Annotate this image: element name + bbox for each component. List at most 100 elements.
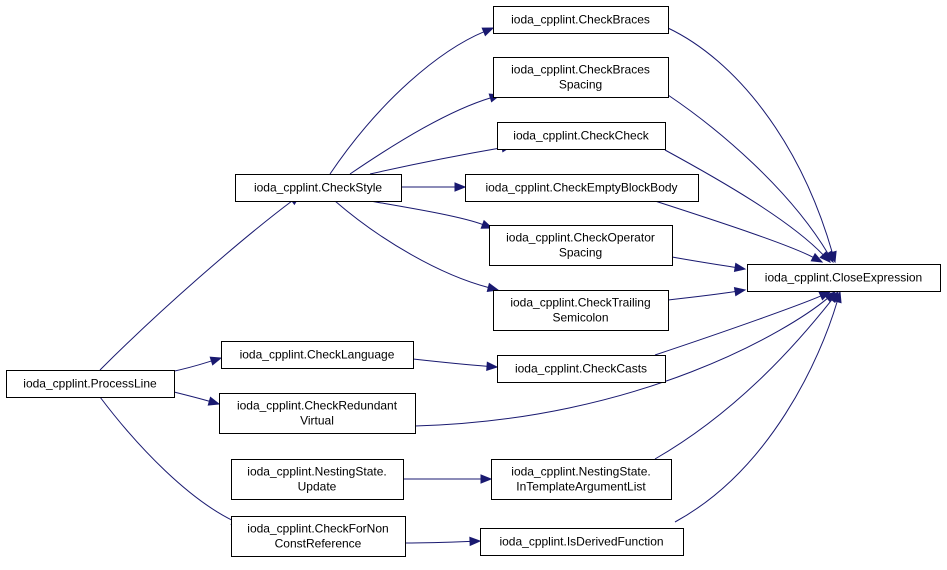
- edge-line: [99, 396, 235, 522]
- node-label: Spacing: [559, 246, 602, 260]
- node-box[interactable]: [747, 264, 941, 292]
- node-processline[interactable]: ioda_cpplint.ProcessLine: [6, 370, 175, 398]
- edge-checkemptyblockbody-to-closeexpr: [654, 200, 824, 263]
- node-label: ioda_cpplint.CheckForNon: [247, 522, 388, 536]
- node-box[interactable]: [235, 174, 402, 202]
- arrowhead-icon: [486, 361, 499, 371]
- node-label: ioda_cpplint.CheckBraces: [511, 63, 650, 77]
- node-box[interactable]: [493, 57, 669, 98]
- edge-checkstyle-to-checkemptyblockbody: [400, 182, 467, 192]
- node-box[interactable]: [491, 459, 672, 500]
- node-box[interactable]: [493, 6, 669, 34]
- edge-processline-to-checklanguage: [169, 356, 223, 373]
- arrowhead-icon: [832, 290, 842, 304]
- arrowhead-icon: [733, 286, 747, 297]
- edge-line: [404, 540, 472, 544]
- arrowhead-icon: [209, 356, 223, 366]
- node-label: ioda_cpplint.NestingState.: [247, 465, 386, 479]
- edge-processline-to-checkredundantvirtual: [173, 391, 221, 406]
- node-label: ConstReference: [275, 537, 362, 551]
- node-label: ioda_cpplint.CheckEmptyBlockBody: [485, 181, 677, 195]
- arrowhead-icon: [454, 182, 467, 192]
- node-checkcheck[interactable]: ioda_cpplint.CheckCheck: [497, 122, 666, 150]
- node-label: ioda_cpplint.CloseExpression: [765, 271, 922, 285]
- edge-checkcasts-to-closeexpr: [654, 291, 832, 356]
- node-box[interactable]: [489, 225, 673, 266]
- edge-nestingupdate-to-nestingintemplate: [402, 474, 493, 484]
- node-label: ioda_cpplint.CheckCasts: [515, 362, 647, 376]
- edge-line: [169, 360, 213, 373]
- node-label: ioda_cpplint.NestingState.: [511, 465, 650, 479]
- node-label: Virtual: [300, 414, 334, 428]
- node-label: ioda_cpplint.ProcessLine: [23, 377, 157, 391]
- edge-line: [664, 149, 825, 256]
- node-checklanguage[interactable]: ioda_cpplint.CheckLanguage: [221, 341, 414, 369]
- node-box[interactable]: [219, 393, 416, 434]
- node-checkbraces[interactable]: ioda_cpplint.CheckBraces: [493, 6, 669, 34]
- node-label: ioda_cpplint.CheckStyle: [254, 181, 382, 195]
- node-box[interactable]: [493, 290, 669, 331]
- node-label: Update: [298, 480, 337, 494]
- edge-line: [674, 300, 838, 523]
- node-label: ioda_cpplint.CheckBraces: [511, 13, 650, 27]
- node-box[interactable]: [497, 355, 666, 383]
- node-checkstyle[interactable]: ioda_cpplint.CheckStyle: [235, 174, 402, 202]
- edge-isderivedfunction-to-closeexpr: [674, 290, 842, 523]
- node-nestingupdate[interactable]: ioda_cpplint.NestingState.Update: [231, 459, 404, 500]
- edge-line: [667, 27, 833, 254]
- edge-checkstyle-to-checktrailingsemicolon: [334, 200, 500, 292]
- edge-line: [654, 298, 833, 460]
- node-box[interactable]: [231, 459, 404, 500]
- edge-line: [369, 147, 504, 175]
- node-nestingintemplate[interactable]: ioda_cpplint.NestingState.InTemplateArgu…: [491, 459, 672, 500]
- node-label: ioda_cpplint.IsDerivedFunction: [499, 535, 663, 549]
- node-box[interactable]: [6, 370, 175, 398]
- node-box[interactable]: [231, 516, 406, 557]
- nodes-layer: ioda_cpplint.CloseExpression ioda_cpplint…: [6, 6, 941, 557]
- edge-checkstyle-to-checkbraces: [329, 27, 495, 175]
- arrowhead-icon: [733, 262, 747, 273]
- node-box[interactable]: [497, 122, 666, 150]
- arrowhead-icon: [480, 474, 493, 484]
- edge-line: [654, 200, 815, 259]
- arrowhead-icon: [810, 252, 824, 263]
- node-box[interactable]: [480, 528, 684, 556]
- edge-checkstyle-to-checkoperatorspacing: [369, 200, 494, 229]
- edge-line: [667, 94, 829, 255]
- arrowhead-icon: [486, 282, 500, 292]
- edge-line: [654, 295, 822, 356]
- node-isderivedfunction[interactable]: ioda_cpplint.IsDerivedFunction: [480, 528, 684, 556]
- edges-layer: [99, 27, 842, 547]
- edge-line: [671, 256, 737, 269]
- edge-line: [349, 97, 492, 175]
- edge-line: [667, 290, 737, 301]
- node-checkcasts[interactable]: ioda_cpplint.CheckCasts: [497, 355, 666, 383]
- edge-checktrailingsemicolon-to-closeexpr: [667, 286, 747, 301]
- edge-line: [414, 297, 829, 427]
- arrowhead-icon: [207, 396, 221, 406]
- node-label: ioda_cpplint.CheckTrailing: [510, 296, 650, 310]
- node-box[interactable]: [465, 174, 699, 202]
- edge-line: [334, 200, 490, 289]
- arrowhead-icon: [819, 251, 831, 263]
- node-box[interactable]: [221, 341, 414, 369]
- node-label: Semicolon: [552, 311, 608, 325]
- edge-line: [99, 200, 294, 371]
- edge-checkstyle-to-checkcheck: [369, 143, 514, 175]
- edge-checkcheck-to-closeexpr: [664, 149, 831, 263]
- arrowhead-icon: [481, 27, 495, 37]
- node-closeexpr[interactable]: ioda_cpplint.CloseExpression: [747, 264, 941, 292]
- node-label: ioda_cpplint.CheckLanguage: [240, 348, 395, 362]
- node-checkemptyblockbody[interactable]: ioda_cpplint.CheckEmptyBlockBody: [465, 174, 699, 202]
- node-label: ioda_cpplint.CheckCheck: [513, 129, 649, 143]
- node-label: InTemplateArgumentList: [516, 480, 646, 494]
- edge-checkoperatorspacing-to-closeexpr: [671, 256, 747, 273]
- edge-checklanguage-to-checkcasts: [412, 358, 499, 371]
- edge-line: [369, 200, 484, 226]
- node-label: ioda_cpplint.CheckRedundant: [237, 399, 398, 413]
